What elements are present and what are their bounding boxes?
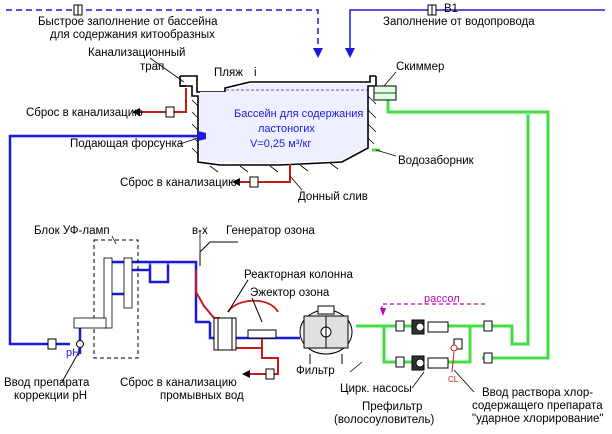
sewer-trap-label-1: Канализационный [88, 47, 185, 59]
filter-icon [299, 305, 353, 364]
pool-label-1: Бассейн для содержания [234, 108, 363, 120]
supply-line [8, 134, 300, 354]
reactor-column [213, 317, 237, 351]
prefilter-label-1: Префильтр [362, 401, 422, 413]
backwash-label-2: промывных вод [160, 390, 244, 402]
pool-water [200, 84, 367, 163]
brine-arrow [380, 308, 386, 316]
pool-label-3: V=0,25 м³/кг [250, 138, 311, 150]
cl-label: CL [448, 375, 459, 384]
reactor-label: Реакторная колонна [244, 269, 353, 281]
filter-label: Фильтр [296, 365, 335, 377]
chlor-label-2: содержащего препарата [472, 400, 603, 412]
valve-icon[interactable] [249, 176, 259, 188]
ph-input-label-1: Ввод препарата [4, 377, 90, 389]
cl-injection-point [450, 344, 458, 352]
valve-icon[interactable] [73, 4, 83, 16]
ph-label: pH [66, 347, 80, 359]
skimmer-label: Скиммер [396, 61, 444, 73]
valve-icon[interactable] [453, 338, 463, 350]
return-line-inner [390, 113, 547, 356]
valve-icon[interactable] [395, 356, 405, 368]
pool-structure [179, 75, 377, 166]
ozone-ejector-label: Эжектор озона [250, 287, 330, 299]
ph-leader [61, 349, 81, 383]
valve-icon[interactable] [427, 4, 437, 16]
tap-fill-label: Заполнение от водопровода [383, 16, 535, 28]
brine-label: рассол [424, 293, 460, 305]
valve-icon[interactable] [47, 338, 57, 350]
ozone-gen-label: Генератор озона [226, 225, 315, 237]
fast-fill-label-1: Быстрое заполнение от бассейна [38, 16, 218, 28]
pump-icon [411, 319, 449, 335]
circ-pumps-label: Цирк. насосы [340, 383, 412, 395]
chlor-label-1: Ввод раствора хлор- [482, 387, 593, 399]
leader-lines [227, 279, 263, 323]
uv-lamp-icon [73, 257, 133, 329]
water-intake-label: Водозаборник [398, 155, 475, 167]
supply-line-outline [12, 137, 196, 265]
label-leaders [111, 57, 475, 393]
b1-label: B1 [444, 3, 458, 15]
air-water-label: в-х [192, 225, 208, 237]
valve-icon[interactable] [483, 320, 493, 332]
uv-block-label: Блок УФ-ламп [34, 225, 110, 237]
supply-nozzle-label: Подающая форсунка [70, 138, 184, 150]
uv-block-frame [93, 239, 139, 359]
tap-fill-line [345, 9, 605, 58]
drain-arrows [132, 108, 250, 378]
drain-sewer-mid-label: Сброс в канализацию [120, 177, 237, 189]
slope-label: i [254, 67, 257, 79]
pool-label-2: ластоногих [258, 123, 315, 135]
ph-input-label-2: коррекции pH [14, 390, 87, 402]
sewer-trap-label-2: трап [140, 61, 164, 73]
nozzle-icon [198, 131, 206, 141]
drain-sewer-top-label: Сброс в канализацию [26, 107, 143, 119]
backwash-label-1: Сброс в канализацию [120, 377, 237, 389]
beach-label: Пляж [214, 67, 243, 79]
pump-icon [411, 355, 449, 371]
fast-fill-line [6, 9, 323, 58]
pool-wall-hatch [191, 95, 377, 173]
valve-icon[interactable] [395, 320, 405, 332]
prefilter-label-2: (волосоуловитель) [334, 414, 434, 426]
ozone-generator-leader [199, 241, 238, 266]
valve-icon[interactable] [165, 106, 175, 118]
chlor-label-3: "ударное хлорирование" [472, 413, 604, 425]
bottom-drain-label: Донный слив [298, 191, 368, 203]
ph-injection-point [76, 340, 84, 348]
fast-fill-label-2: для содержания китообразных [50, 29, 215, 41]
cl-leader [451, 351, 455, 373]
valve-icon[interactable] [483, 352, 493, 364]
valve-icon[interactable] [265, 368, 275, 380]
return-line [356, 90, 550, 364]
skimmer-icon [373, 85, 397, 101]
